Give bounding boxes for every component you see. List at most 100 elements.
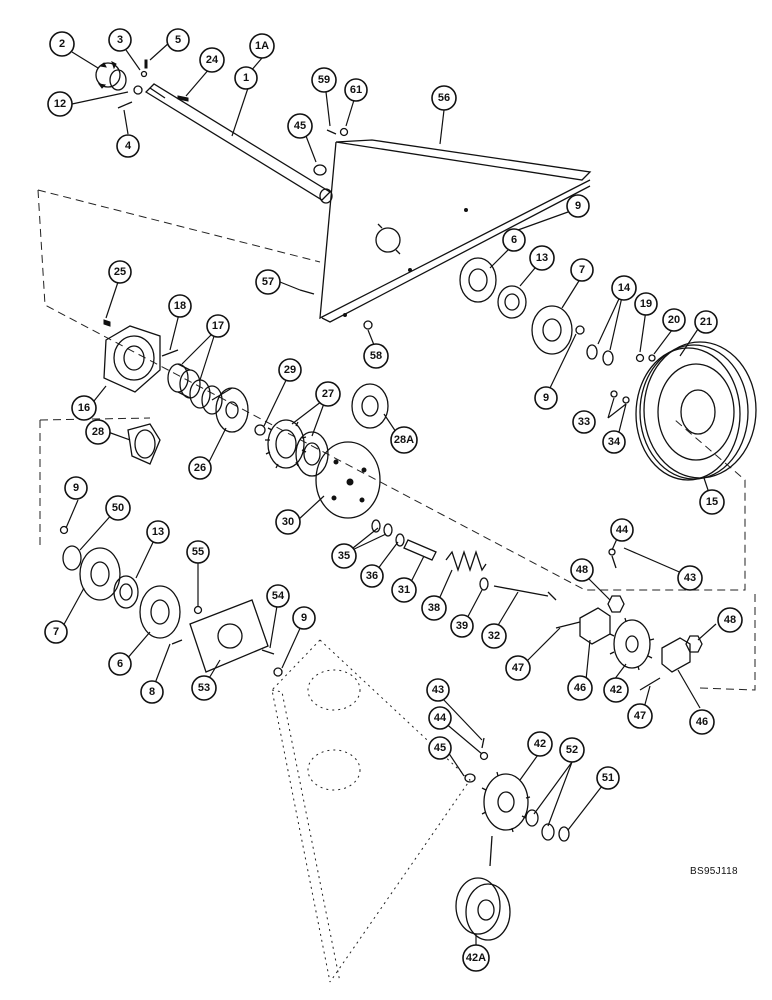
- cam-hub: [127, 423, 161, 465]
- svg-text:56: 56: [438, 92, 450, 104]
- clutch-ratchet: [265, 419, 307, 469]
- svg-text:48: 48: [576, 564, 588, 576]
- upper-assembly-outline-top: [37, 189, 321, 263]
- svg-text:46: 46: [574, 682, 586, 694]
- svg-text:45: 45: [434, 742, 446, 754]
- washer: [383, 523, 393, 537]
- svg-text:32: 32: [488, 630, 500, 642]
- washer: [395, 533, 405, 547]
- callout-46: 46: [689, 709, 715, 735]
- nut: [339, 127, 349, 137]
- callout-21: 21: [694, 310, 718, 334]
- svg-text:51: 51: [602, 772, 614, 784]
- svg-text:9: 9: [575, 200, 581, 212]
- callout-1: 1: [234, 66, 258, 90]
- svg-text:44: 44: [616, 524, 629, 536]
- callout-38: 38: [421, 595, 447, 621]
- callout-34: 34: [602, 430, 626, 454]
- bolt: [161, 349, 179, 357]
- hex-nut: [685, 635, 703, 653]
- bolt: [171, 639, 183, 645]
- callout-42A: 42A: [462, 944, 490, 972]
- svg-text:47: 47: [634, 710, 646, 722]
- nut: [193, 605, 203, 615]
- svg-text:59: 59: [318, 74, 330, 86]
- bushing: [167, 363, 223, 415]
- snap-ring: [558, 826, 570, 842]
- svg-text:61: 61: [350, 84, 362, 96]
- callout-26: 26: [188, 456, 212, 480]
- callout-24: 24: [199, 47, 225, 73]
- hub: [103, 325, 161, 393]
- svg-text:44: 44: [434, 712, 447, 724]
- spacer: [464, 773, 476, 783]
- key: [177, 95, 189, 102]
- drive-disc: [315, 441, 381, 519]
- callout-20: 20: [662, 308, 686, 332]
- svg-text:6: 6: [117, 658, 123, 670]
- svg-text:39: 39: [456, 620, 468, 632]
- svg-text:20: 20: [668, 314, 680, 326]
- washer: [371, 519, 381, 533]
- bolt: [481, 737, 485, 749]
- svg-text:1A: 1A: [255, 40, 269, 52]
- callout-18: 18: [168, 294, 192, 318]
- callout-43: 43: [426, 678, 450, 702]
- callout-58: 58: [363, 343, 389, 369]
- clutch-ratchet: [295, 431, 329, 477]
- callout-30: 30: [275, 509, 301, 535]
- svg-text:13: 13: [152, 526, 164, 538]
- svg-text:42: 42: [534, 738, 546, 750]
- set-screw: [103, 319, 111, 327]
- svg-text:43: 43: [684, 572, 696, 584]
- long-bolt: [493, 585, 557, 601]
- svg-text:9: 9: [73, 482, 79, 494]
- svg-text:45: 45: [294, 120, 306, 132]
- callout-9: 9: [64, 476, 88, 500]
- callout-61: 61: [344, 78, 368, 102]
- svg-text:53: 53: [198, 682, 210, 694]
- pin: [403, 539, 437, 561]
- svg-text:17: 17: [212, 320, 224, 332]
- upper-assembly-outline: [37, 189, 746, 591]
- leader-lines: [61, 41, 717, 946]
- nut: [363, 320, 373, 330]
- sprocket: [609, 617, 655, 671]
- svg-text:27: 27: [322, 388, 334, 400]
- callout-36: 36: [360, 564, 384, 588]
- washer: [586, 344, 598, 360]
- callout-13: 13: [529, 245, 555, 271]
- callout-57: 57: [255, 269, 281, 295]
- svg-text:1: 1: [243, 72, 249, 84]
- svg-text:25: 25: [114, 266, 126, 278]
- figure-reference-code: BS95J118: [690, 866, 738, 877]
- svg-text:55: 55: [192, 546, 204, 558]
- pulley: [635, 341, 757, 481]
- flange-plate: [459, 257, 497, 303]
- nut: [622, 396, 630, 404]
- bolt: [261, 649, 275, 655]
- washer: [541, 823, 555, 841]
- callout-47: 47: [627, 703, 653, 729]
- callout-19: 19: [634, 292, 658, 316]
- triangular-plate: [319, 139, 592, 323]
- callout-3: 3: [108, 28, 132, 52]
- svg-text:36: 36: [366, 570, 378, 582]
- callout-53: 53: [191, 675, 217, 701]
- svg-text:34: 34: [608, 436, 621, 448]
- svg-text:42: 42: [610, 684, 622, 696]
- callout-46: 46: [567, 675, 593, 701]
- svg-text:13: 13: [536, 252, 548, 264]
- callout-43: 43: [677, 565, 703, 591]
- svg-text:54: 54: [272, 590, 285, 602]
- nut: [273, 667, 283, 677]
- callout-44: 44: [428, 706, 452, 730]
- callout-2: 2: [49, 31, 75, 57]
- pin: [144, 59, 148, 69]
- bolt: [555, 621, 581, 629]
- callout-45: 45: [428, 736, 452, 760]
- callout-31: 31: [391, 577, 417, 603]
- svg-text:8: 8: [149, 686, 155, 698]
- callout-14: 14: [611, 275, 637, 301]
